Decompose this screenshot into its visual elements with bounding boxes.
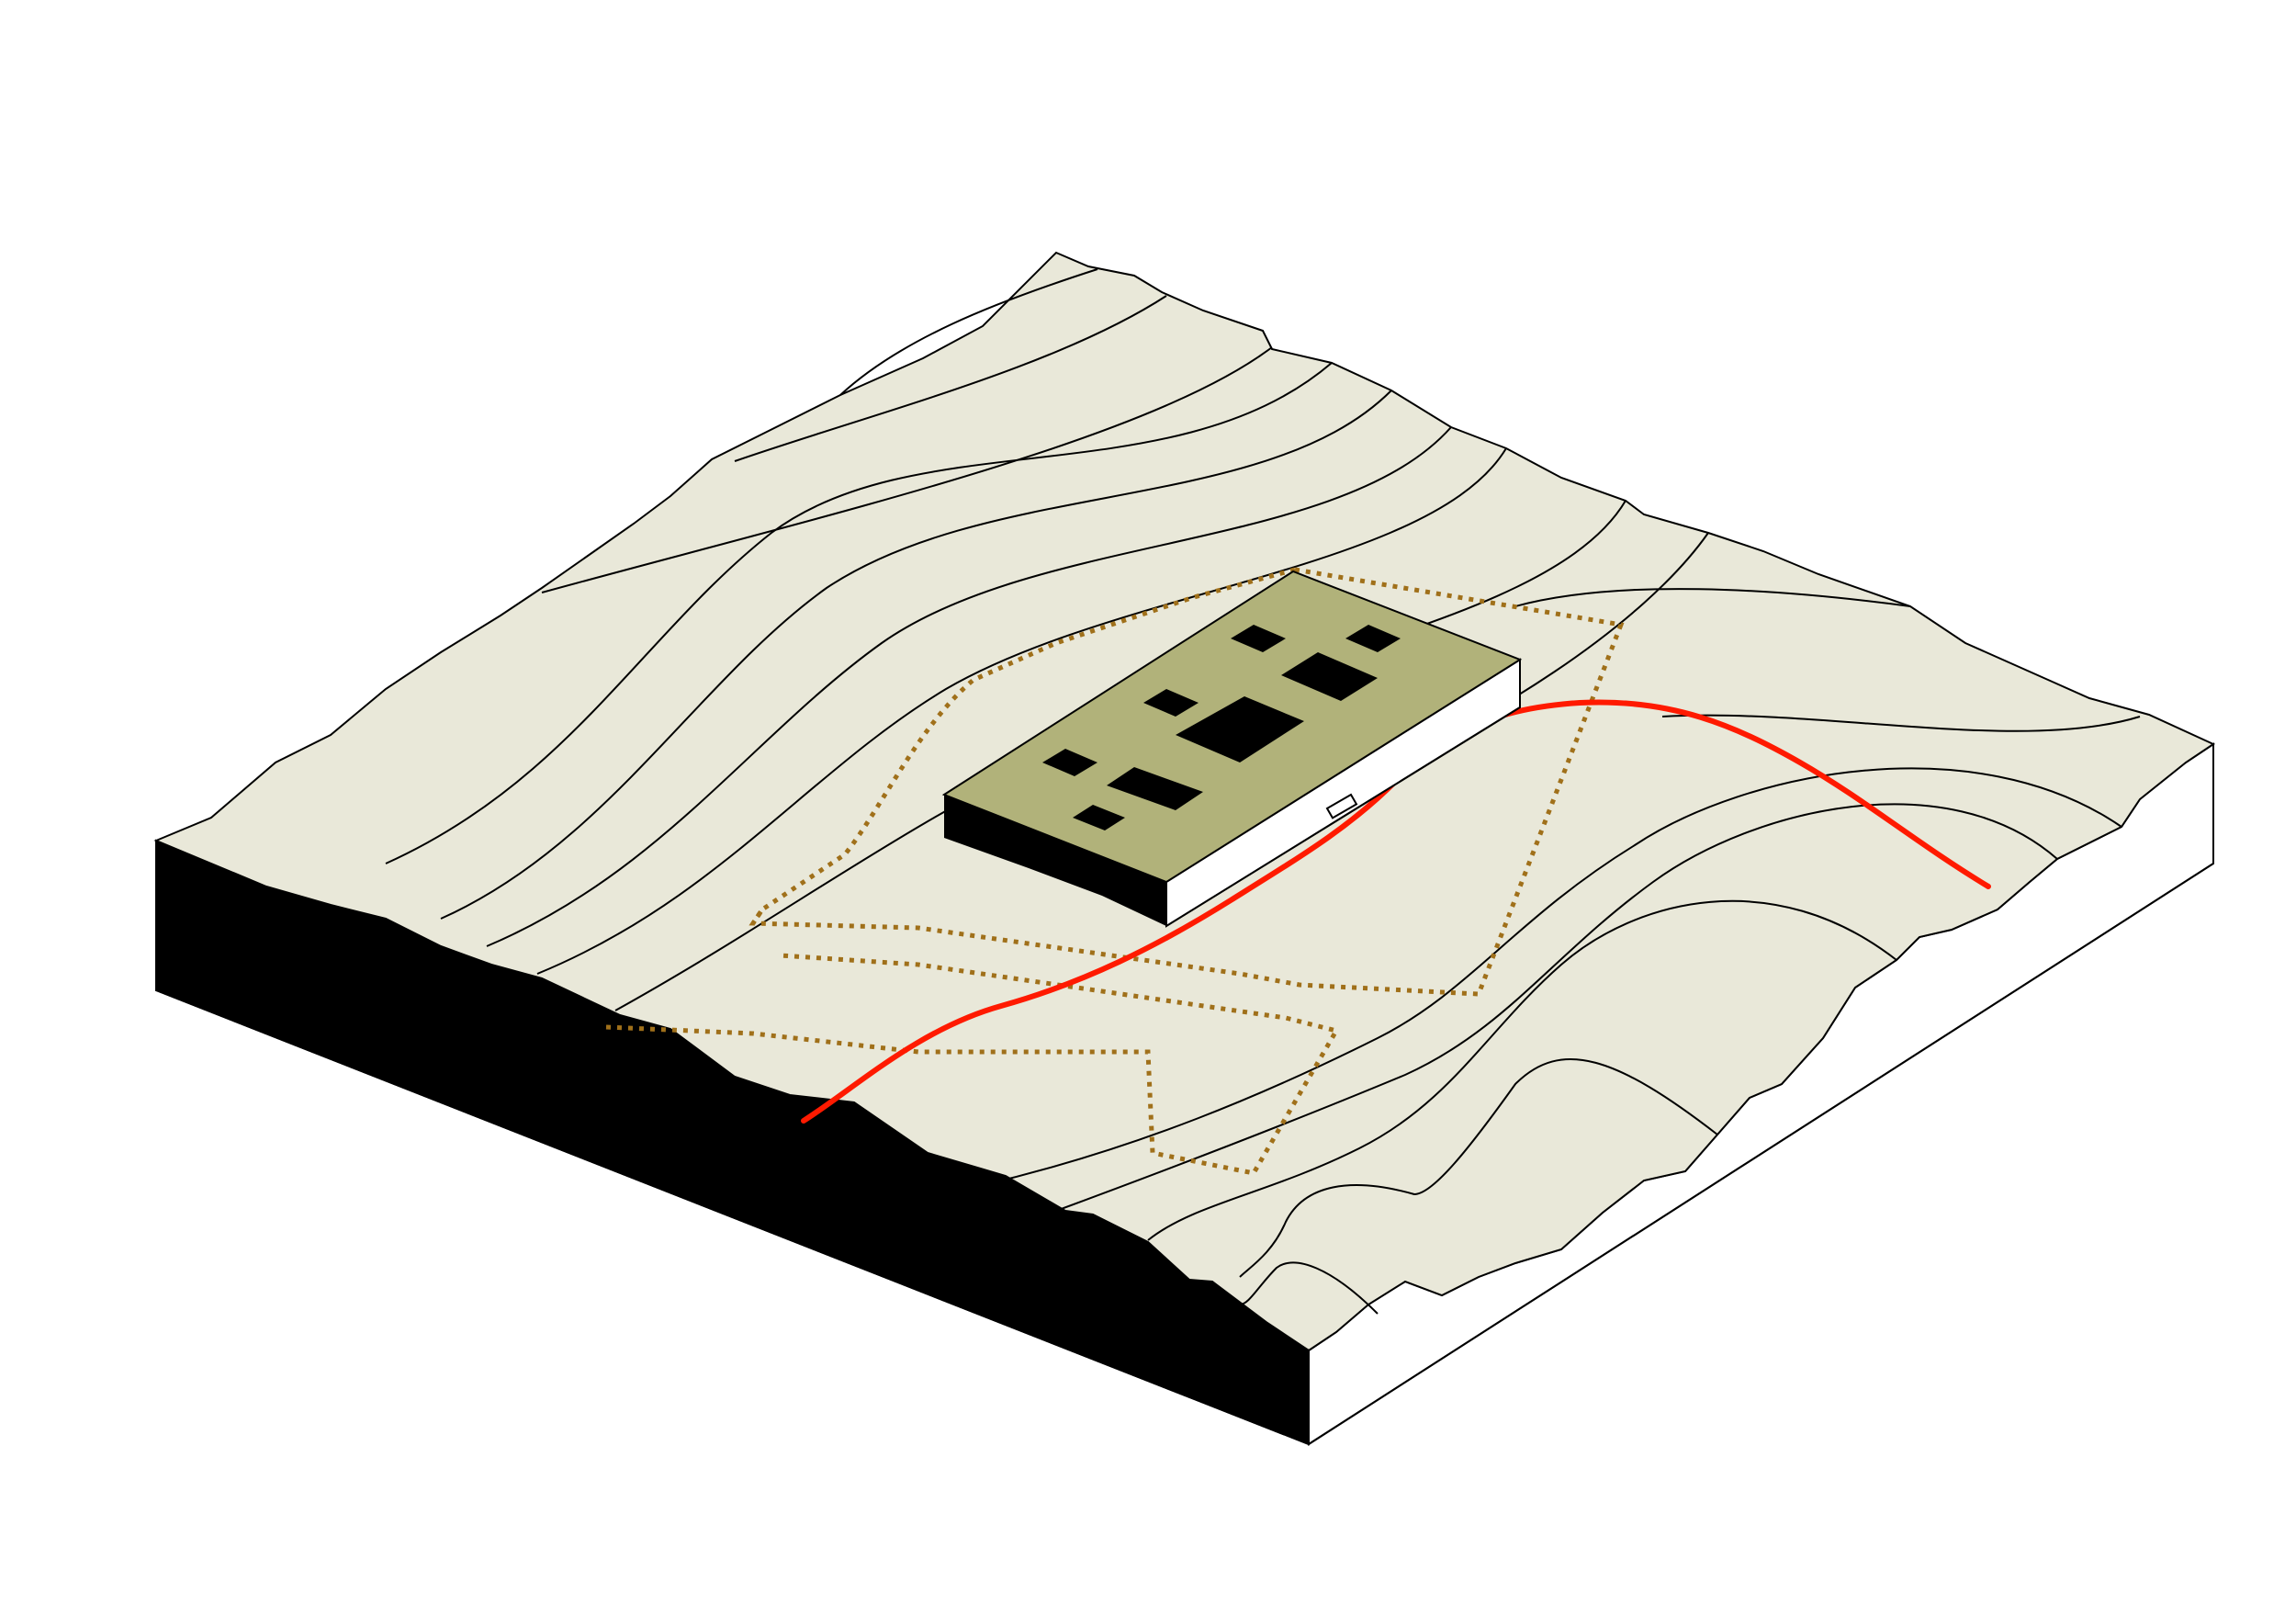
building-side-shadow	[944, 795, 1166, 926]
contour-line	[1661, 714, 2141, 732]
contour-line	[839, 268, 1098, 396]
roof-openings	[1042, 625, 1401, 830]
contour-line	[1514, 588, 1911, 607]
contour-line	[982, 767, 2122, 1186]
roof-opening	[1281, 652, 1378, 701]
roof-opening	[1176, 696, 1304, 762]
contour-line	[536, 447, 1507, 975]
contour-line	[486, 426, 1452, 947]
contour-line	[1147, 899, 1897, 1241]
site-boundaries	[605, 567, 1625, 1176]
contour-line	[1239, 1261, 1379, 1315]
contour-line	[734, 295, 1167, 462]
roof-opening	[1143, 689, 1199, 717]
building-door	[1325, 793, 1358, 819]
roof-opening	[1345, 625, 1401, 652]
roof-opening	[1042, 749, 1097, 776]
roof-opening	[1107, 767, 1203, 810]
contour-line	[541, 346, 1273, 593]
roof-opening	[1231, 625, 1286, 652]
contour-line	[440, 390, 1392, 920]
building	[944, 571, 1521, 928]
roof-opening	[1073, 805, 1125, 830]
site-boundary-outline	[605, 953, 1340, 1176]
building-outline	[941, 570, 1523, 928]
contour-line	[1239, 1057, 1718, 1278]
contour-line	[385, 362, 1333, 864]
terrain-block-edges	[155, 744, 2214, 1446]
